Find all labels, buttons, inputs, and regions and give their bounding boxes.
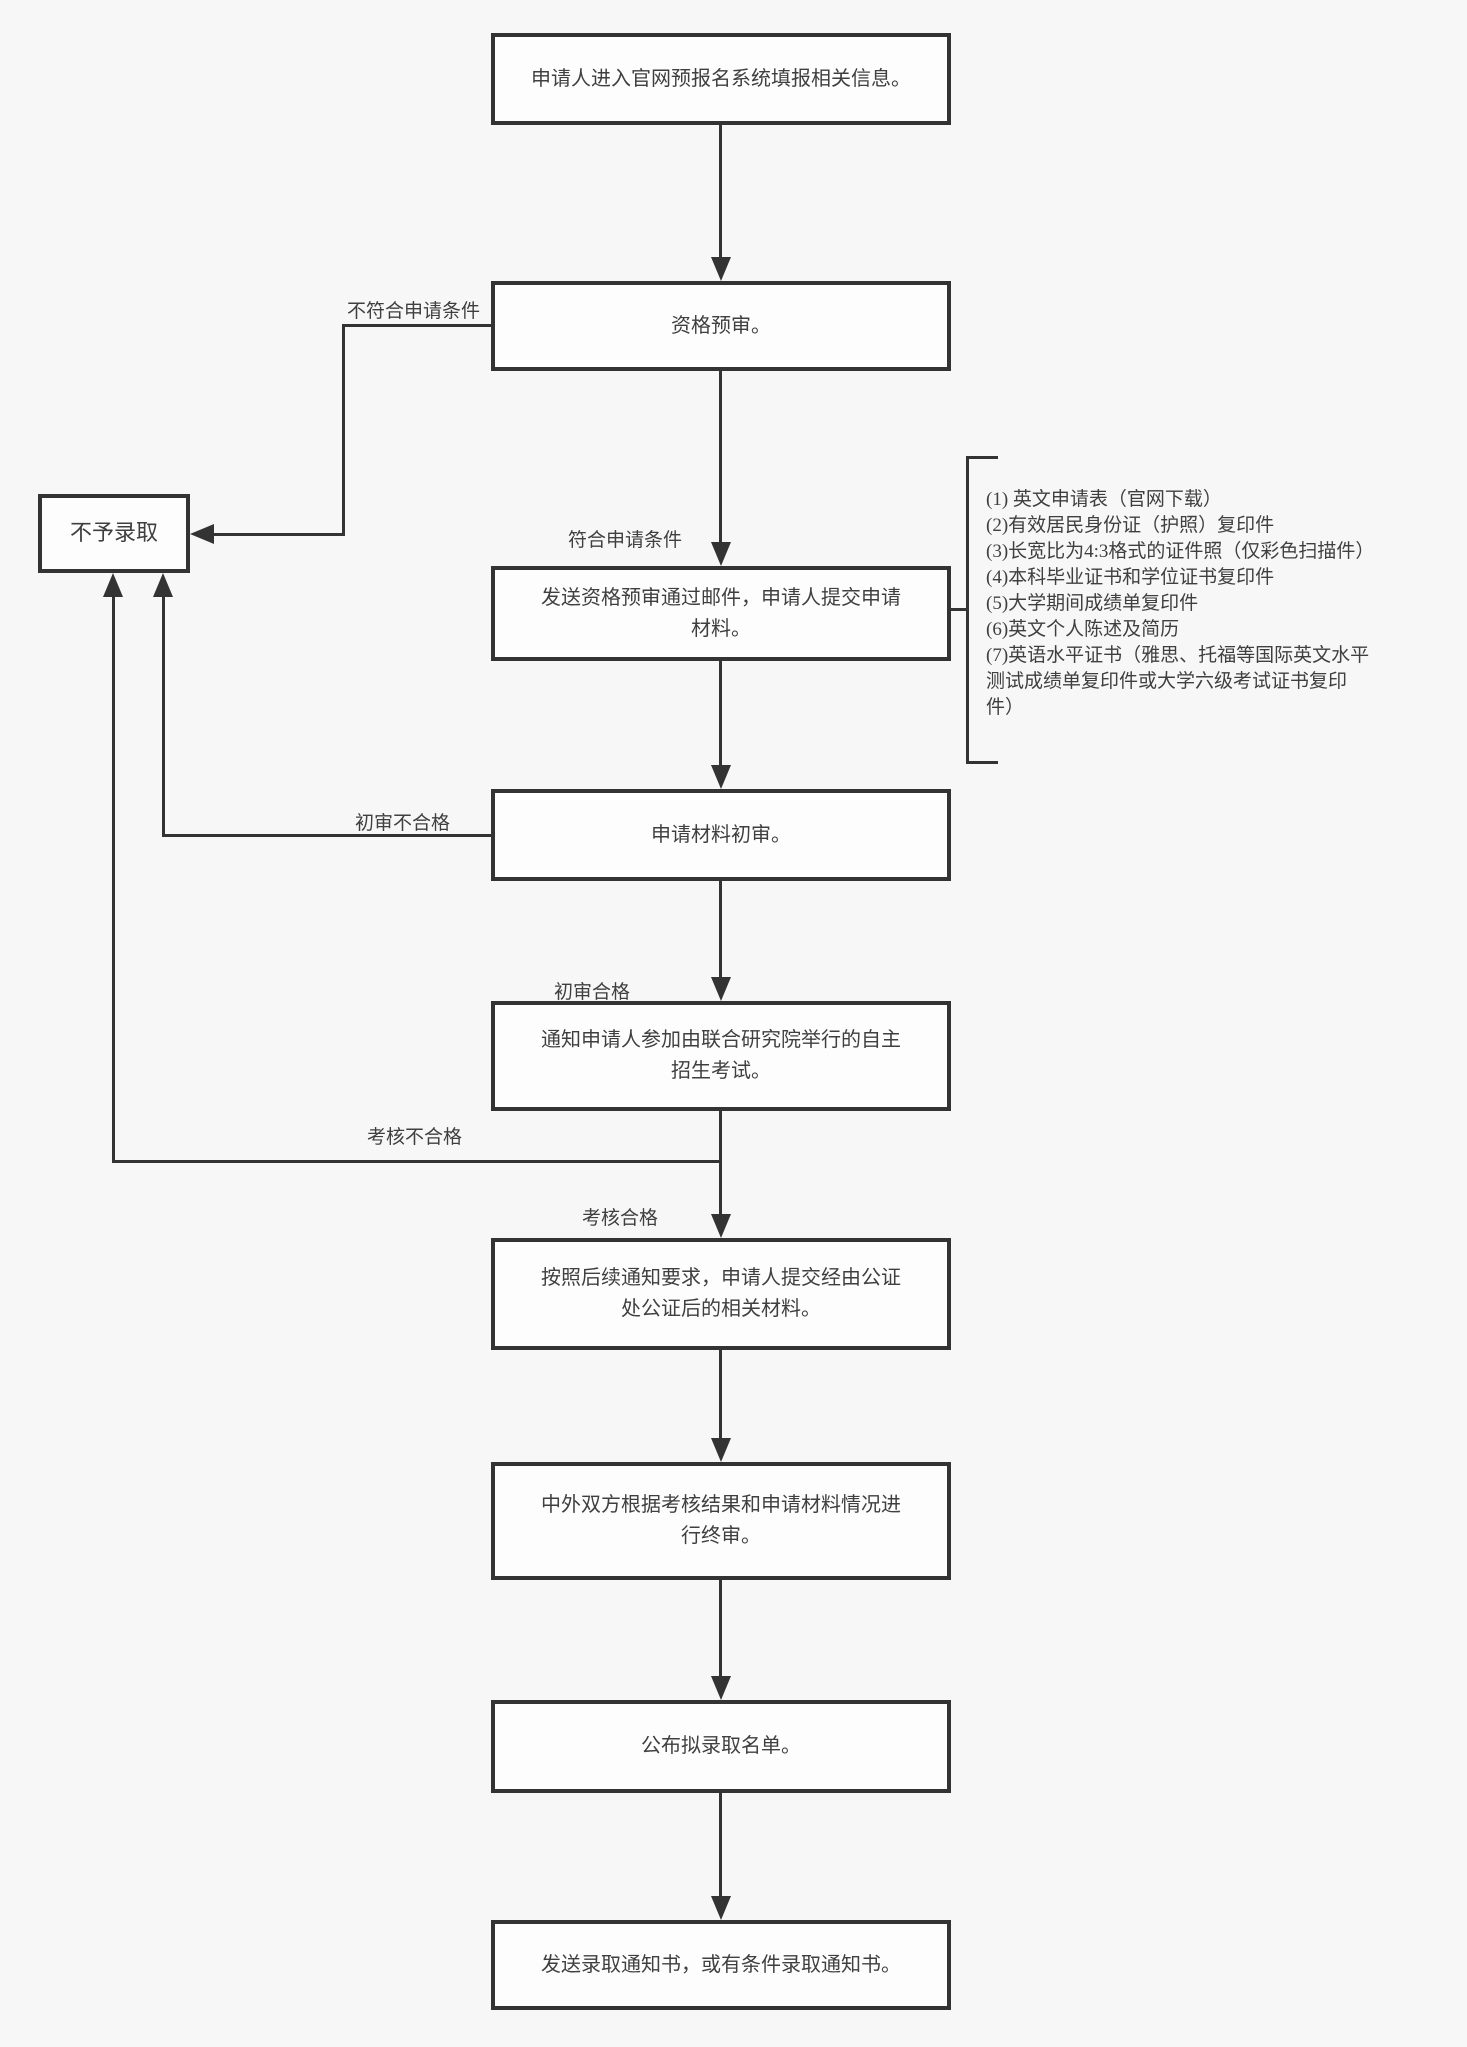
edge-label-exam-fail: 考核不合格 xyxy=(367,1127,463,1148)
materials-item: (2)有效居民身份证（护照）复印件 xyxy=(986,515,1275,536)
edge-label-not-eligible: 不符合申请条件 xyxy=(347,301,481,322)
edge-label-eligible: 符合申请条件 xyxy=(568,530,683,551)
connector-line xyxy=(112,1160,721,1163)
connector-line xyxy=(162,834,491,837)
bracket-top-tick xyxy=(966,456,998,459)
connector-line xyxy=(342,324,345,535)
materials-item: (7)英语水平证书（雅思、托福等国际英文水平 测试成绩单复印件或大学六级考试证书… xyxy=(986,645,1370,718)
arrowhead-down-icon xyxy=(711,765,731,789)
connector-line xyxy=(719,661,722,771)
materials-item: (5)大学期间成绩单复印件 xyxy=(986,593,1199,614)
edge-label-exam-pass: 考核合格 xyxy=(582,1208,659,1229)
arrowhead-up-icon xyxy=(103,573,123,597)
edge-label-initial-fail: 初审不合格 xyxy=(355,813,451,834)
flow-node-start: 申请人进入官网预报名系统填报相关信息。 xyxy=(491,33,951,125)
flow-node-admission-list: 公布拟录取名单。 xyxy=(491,1700,951,1793)
connector-line xyxy=(162,593,165,836)
materials-item: (3)长宽比为4:3格式的证件照（仅彩色扫描件） xyxy=(986,541,1375,562)
materials-item: (1) 英文申请表（官网下载） xyxy=(986,489,1222,510)
arrowhead-down-icon xyxy=(711,1438,731,1462)
bracket-line xyxy=(966,456,969,764)
connector-line xyxy=(210,533,345,536)
connector-line xyxy=(112,593,115,1162)
bracket-connector-line xyxy=(951,608,966,611)
flow-node-exam-notice: 通知申请人参加由联合研究院举行的自主 招生考试。 xyxy=(491,1001,951,1111)
bracket-bottom-tick xyxy=(966,761,998,764)
arrowhead-down-icon xyxy=(711,257,731,281)
flow-node-prescreen: 资格预审。 xyxy=(491,281,951,371)
flow-node-final-review: 中外双方根据考核结果和申请材料情况进 行终审。 xyxy=(491,1462,951,1580)
connector-line xyxy=(719,1793,722,1902)
materials-item: (4)本科毕业证书和学位证书复印件 xyxy=(986,567,1275,588)
flow-node-submit-materials: 发送资格预审通过邮件，申请人提交申请 材料。 xyxy=(491,566,951,661)
arrowhead-up-icon xyxy=(153,573,173,597)
connector-line xyxy=(719,125,722,263)
arrowhead-down-icon xyxy=(711,542,731,566)
connector-line xyxy=(719,371,722,548)
connector-line xyxy=(719,1350,722,1444)
flow-node-initial-review: 申请材料初审。 xyxy=(491,789,951,881)
connector-line xyxy=(342,324,491,327)
arrowhead-down-icon xyxy=(711,1214,731,1238)
connector-line xyxy=(719,1580,722,1682)
materials-list: (1) 英文申请表（官网下载） (2)有效居民身份证（护照）复印件 (3)长宽比… xyxy=(986,487,1464,721)
flow-node-notarized-materials: 按照后续通知要求，申请人提交经由公证 处公证后的相关材料。 xyxy=(491,1238,951,1350)
connector-line xyxy=(719,881,722,983)
edge-label-initial-pass: 初审合格 xyxy=(554,982,631,1003)
connector-line xyxy=(719,1111,722,1220)
arrowhead-down-icon xyxy=(711,1676,731,1700)
flow-node-reject: 不予录取 xyxy=(38,494,190,573)
arrowhead-left-icon xyxy=(190,524,214,544)
arrowhead-down-icon xyxy=(711,1896,731,1920)
flow-node-admission-letter: 发送录取通知书，或有条件录取通知书。 xyxy=(491,1920,951,2010)
arrowhead-down-icon xyxy=(711,977,731,1001)
materials-item: (6)英文个人陈述及简历 xyxy=(986,619,1180,640)
